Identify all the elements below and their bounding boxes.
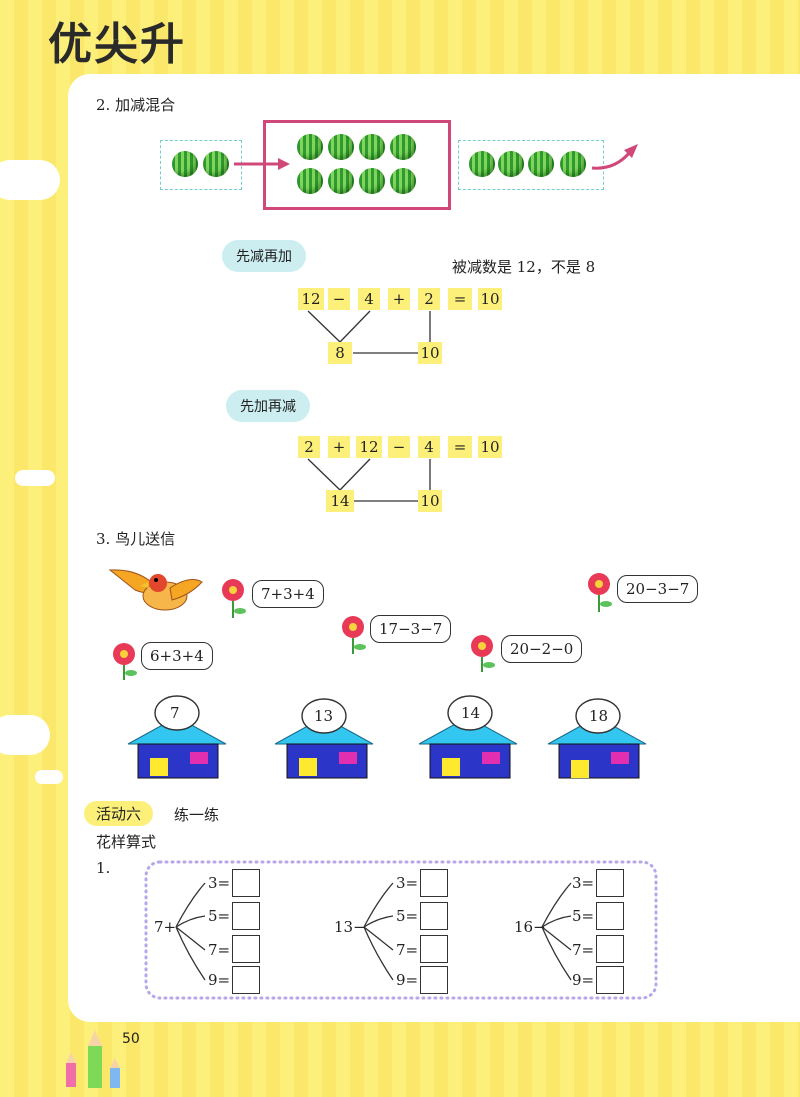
eq1-cell: + [388, 288, 410, 310]
activity-badge: 活动六 [84, 801, 154, 826]
eq2-cell: 4 [418, 436, 440, 458]
page-title: 优尖升 [48, 19, 186, 70]
answer-box[interactable] [596, 966, 624, 994]
watermelon-icon [390, 168, 416, 194]
eq2-cell: 12 [356, 436, 382, 458]
tree-item: 7= [208, 941, 231, 959]
eq1-sub-cell: 10 [418, 342, 442, 364]
answer-box[interactable] [596, 869, 624, 897]
flower-icon [222, 579, 246, 618]
tree-item: 7= [396, 941, 419, 959]
flower-icon [342, 616, 366, 654]
eq1-cell: 12 [298, 288, 324, 310]
math-expression-card: 17−3−7 [370, 615, 452, 643]
exercise-number: 1. [96, 859, 111, 877]
eq1-cell: 10 [478, 288, 502, 310]
activity-title: 练一练 [174, 806, 220, 824]
note-text: 被减数是 12，不是 8 [452, 258, 596, 276]
math-expression-card: 20−2−0 [501, 635, 583, 663]
eq2-cell: + [328, 436, 350, 458]
eq2-cell: − [388, 436, 410, 458]
flower-icon [113, 643, 137, 680]
eq1-sub-cell: 8 [328, 342, 352, 364]
cloud-decoration [15, 470, 55, 486]
math-expression-card: 7+3+4 [252, 580, 324, 608]
house-icon [127, 695, 227, 779]
answer-box[interactable] [596, 902, 624, 930]
answer-box[interactable] [232, 869, 260, 897]
tree-item: 5= [572, 907, 595, 925]
cloud-decoration [0, 715, 50, 755]
pencils-icon [66, 1030, 120, 1088]
tree-item: 5= [208, 907, 231, 925]
answer-box[interactable] [420, 869, 448, 897]
answer-box[interactable] [232, 966, 260, 994]
watermelon-group-right [458, 140, 604, 190]
house-number: 14 [461, 704, 481, 722]
tree-item: 3= [396, 874, 419, 892]
house-icon [547, 698, 647, 779]
house-icon [274, 698, 374, 779]
watermelon-icon [560, 151, 586, 177]
tree-item: 7= [572, 941, 595, 959]
math-expression-card: 20−3−7 [617, 575, 699, 603]
cloud-decoration [0, 160, 60, 200]
flower-icon [588, 573, 612, 612]
watermelon-icon [469, 151, 495, 177]
tree-item: 3= [208, 874, 231, 892]
hint-bubble: 先减再加 [222, 240, 306, 272]
tree-item: 9= [396, 971, 419, 989]
tree-root: 13− [334, 918, 366, 936]
answer-box[interactable] [420, 902, 448, 930]
answer-box[interactable] [232, 902, 260, 930]
activity-subtitle: 花样算式 [96, 833, 157, 851]
tree-item: 9= [208, 971, 231, 989]
eq1-cell: − [328, 288, 350, 310]
watermelon-icon [172, 151, 198, 177]
section-heading: 2. 加减混合 [96, 96, 176, 114]
flower-icon [471, 635, 495, 672]
eq2-cell: 2 [298, 436, 320, 458]
tree-item: 3= [572, 874, 595, 892]
tree-item: 9= [572, 971, 595, 989]
page-number: 50 [122, 1031, 140, 1047]
house-icon [418, 695, 518, 779]
watermelon-icon [297, 168, 323, 194]
tree-root: 7+ [154, 918, 177, 936]
eq2-cell: 10 [478, 436, 502, 458]
answer-box[interactable] [420, 966, 448, 994]
house-number: 13 [314, 707, 334, 725]
answer-box[interactable] [232, 935, 260, 963]
tree-root: 16− [514, 918, 546, 936]
watermelon-icon [328, 134, 354, 160]
eq2-sub-cell: 10 [418, 490, 442, 512]
watermelon-icon [390, 134, 416, 160]
watermelon-icon [203, 151, 229, 177]
watermelon-icon [498, 151, 524, 177]
section-heading: 3. 鸟儿送信 [96, 530, 176, 548]
eq1-cell: 4 [358, 288, 380, 310]
content-page [68, 74, 800, 1022]
eq1-cell: = [448, 288, 472, 310]
eq1-cell: 2 [418, 288, 440, 310]
house-number: 18 [589, 707, 609, 725]
math-expression-card: 6+3+4 [141, 642, 213, 670]
hint-bubble: 先加再减 [226, 390, 310, 422]
answer-box[interactable] [420, 935, 448, 963]
watermelon-icon [359, 168, 385, 194]
watermelon-icon [528, 151, 554, 177]
watermelon-icon [359, 134, 385, 160]
cloud-decoration [35, 770, 63, 784]
house-number: 7 [170, 704, 180, 722]
watermelon-icon [328, 168, 354, 194]
tree-item: 5= [396, 907, 419, 925]
answer-box[interactable] [596, 935, 624, 963]
eq2-cell: = [448, 436, 472, 458]
bird-icon [108, 569, 203, 611]
watermelon-icon [297, 134, 323, 160]
eq2-sub-cell: 14 [326, 490, 354, 512]
